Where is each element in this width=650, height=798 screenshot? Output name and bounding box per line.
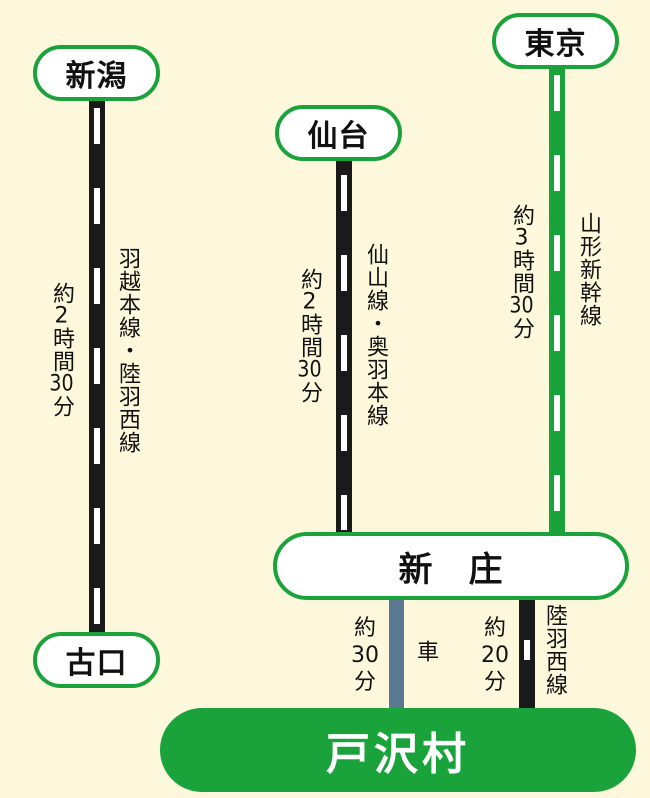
rikuu-west-rail-line [519, 598, 535, 713]
car-road-line [389, 598, 404, 713]
car-mode-label: 車 [413, 640, 438, 663]
tokyo-line-label: 山形新幹線 [576, 212, 601, 327]
sendai-line-label: 仙山線・奥羽本線 [363, 243, 388, 427]
niigata-time-label: 約2時間30分 [49, 282, 74, 418]
station-shinjo: 新 庄 [273, 532, 629, 600]
sendai-rail-line [336, 150, 352, 535]
rail-line-label: 陸羽西線 [542, 604, 567, 696]
shinkansen-line [549, 60, 565, 535]
station-tozawa: 戸沢村 [160, 708, 636, 792]
station-sendai: 仙台 [275, 105, 402, 161]
station-koguchi: 古口 [33, 632, 160, 688]
sendai-time-label: 約2時間30分 [297, 268, 322, 404]
tokyo-time-label: 約3時間30分 [509, 204, 534, 340]
station-niigata: 新潟 [33, 45, 160, 101]
niigata-rail-line [89, 90, 105, 640]
station-tokyo: 東京 [492, 13, 619, 69]
niigata-line-label: 羽越本線・陸羽西線 [115, 247, 140, 454]
